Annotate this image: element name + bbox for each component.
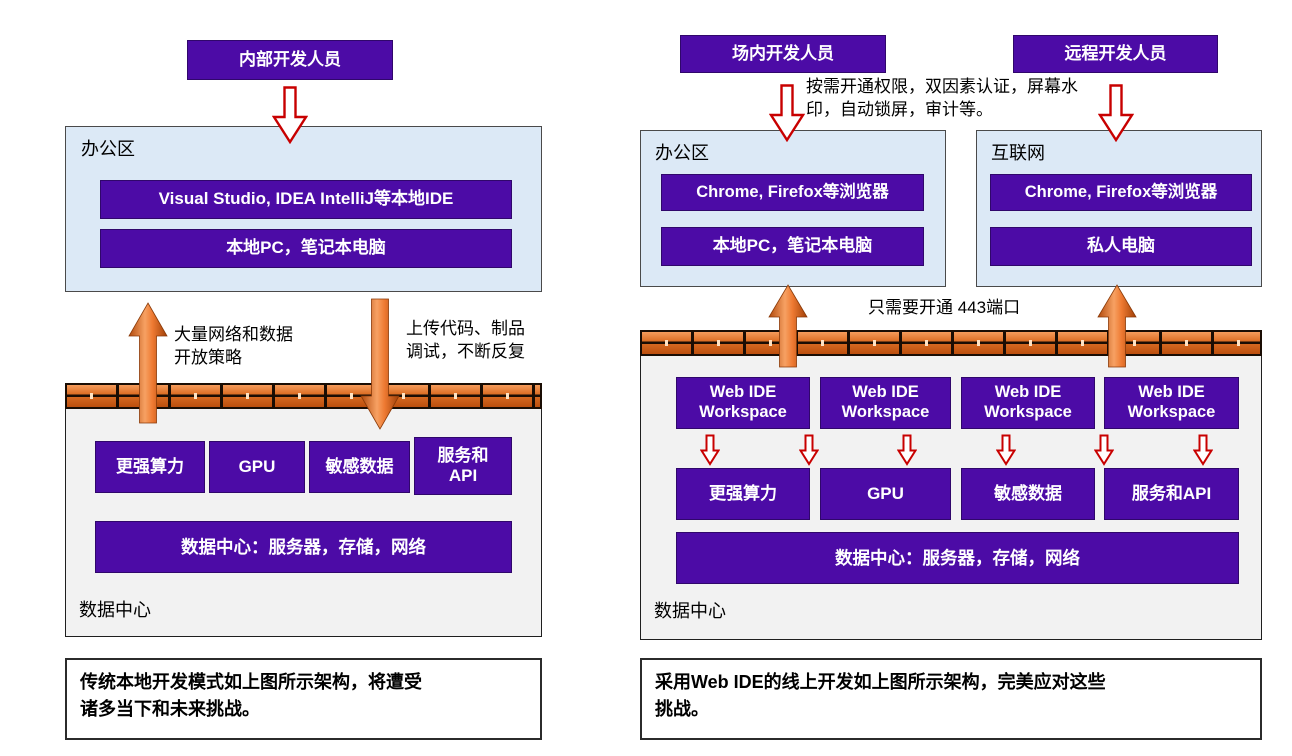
arrow-down-red-small-icon xyxy=(1094,434,1114,466)
right-datacenter-base-box: 数据中心：服务器，存储，网络 xyxy=(676,532,1239,584)
right-resource-box-gpu: GPU xyxy=(820,468,951,520)
arrow-down-red-small-icon xyxy=(700,434,720,466)
left-actor-box: 内部开发人员 xyxy=(187,40,393,80)
arrow-down-red-small-icon xyxy=(897,434,917,466)
right-internet-pc-box: 私人电脑 xyxy=(990,227,1252,266)
arrow-down-red-icon xyxy=(1098,84,1134,142)
arrow-down-orange-icon xyxy=(360,298,400,430)
right-security-note: 按需开通权限，双因素认证，屏幕水 印，自动锁屏，审计等。 xyxy=(806,77,1078,119)
right-datacenter-label: 数据中心 xyxy=(654,601,726,621)
left-pc-box: 本地PC，笔记本电脑 xyxy=(100,229,512,268)
right-workspace-box-3: Web IDE Workspace xyxy=(961,377,1095,429)
left-ide-box: Visual Studio, IDEA IntelliJ等本地IDE xyxy=(100,180,512,219)
arrow-down-red-small-icon xyxy=(799,434,819,466)
right-workspace-box-4: Web IDE Workspace xyxy=(1104,377,1239,429)
arrow-up-orange-icon xyxy=(768,284,808,368)
left-resource-box-compute: 更强算力 xyxy=(95,441,205,493)
right-actor-remote-box: 远程开发人员 xyxy=(1013,35,1218,73)
left-resource-box-gpu: GPU xyxy=(209,441,305,493)
right-office-pc-box: 本地PC，笔记本电脑 xyxy=(661,227,924,266)
arrow-down-red-icon xyxy=(769,84,805,142)
left-resource-box-api: 服务和 API xyxy=(414,437,512,495)
left-office-label: 办公区 xyxy=(81,139,135,159)
right-actor-onsite-box: 场内开发人员 xyxy=(680,35,886,73)
right-office-label: 办公区 xyxy=(655,143,709,163)
right-workspace-box-2: Web IDE Workspace xyxy=(820,377,951,429)
right-resource-box-data: 敏感数据 xyxy=(961,468,1095,520)
arrow-down-red-icon xyxy=(272,86,308,144)
left-down-arrow-label: 上传代码、制品 调试，不断反复 xyxy=(406,319,525,361)
arrow-down-red-small-icon xyxy=(996,434,1016,466)
right-office-browser-box: Chrome, Firefox等浏览器 xyxy=(661,174,924,211)
arrow-up-orange-icon xyxy=(128,302,168,424)
arrow-up-orange-icon xyxy=(1097,284,1137,368)
arrow-down-red-small-icon xyxy=(1193,434,1213,466)
right-resource-box-api: 服务和API xyxy=(1104,468,1239,520)
right-internet-label: 互联网 xyxy=(991,143,1045,163)
firewall-left-icon xyxy=(65,383,542,409)
right-workspace-box-1: Web IDE Workspace xyxy=(676,377,810,429)
firewall-right-icon xyxy=(640,330,1262,356)
left-up-arrow-label: 大量网络和数据 开放策略 xyxy=(174,325,293,367)
left-datacenter-label: 数据中心 xyxy=(79,600,151,620)
right-internet-browser-box: Chrome, Firefox等浏览器 xyxy=(990,174,1252,211)
left-datacenter-zone: 数据中心 xyxy=(65,383,542,637)
right-resource-box-compute: 更强算力 xyxy=(676,468,810,520)
right-port-note: 只需要开通 443端口 xyxy=(868,298,1021,317)
right-caption: 采用Web IDE的线上开发如上图所示架构，完美应对这些 挑战。 xyxy=(640,658,1262,740)
left-resource-box-data: 敏感数据 xyxy=(309,441,410,493)
left-datacenter-base-box: 数据中心：服务器，存储，网络 xyxy=(95,521,512,573)
left-caption: 传统本地开发模式如上图所示架构，将遭受 诸多当下和未来挑战。 xyxy=(65,658,542,740)
